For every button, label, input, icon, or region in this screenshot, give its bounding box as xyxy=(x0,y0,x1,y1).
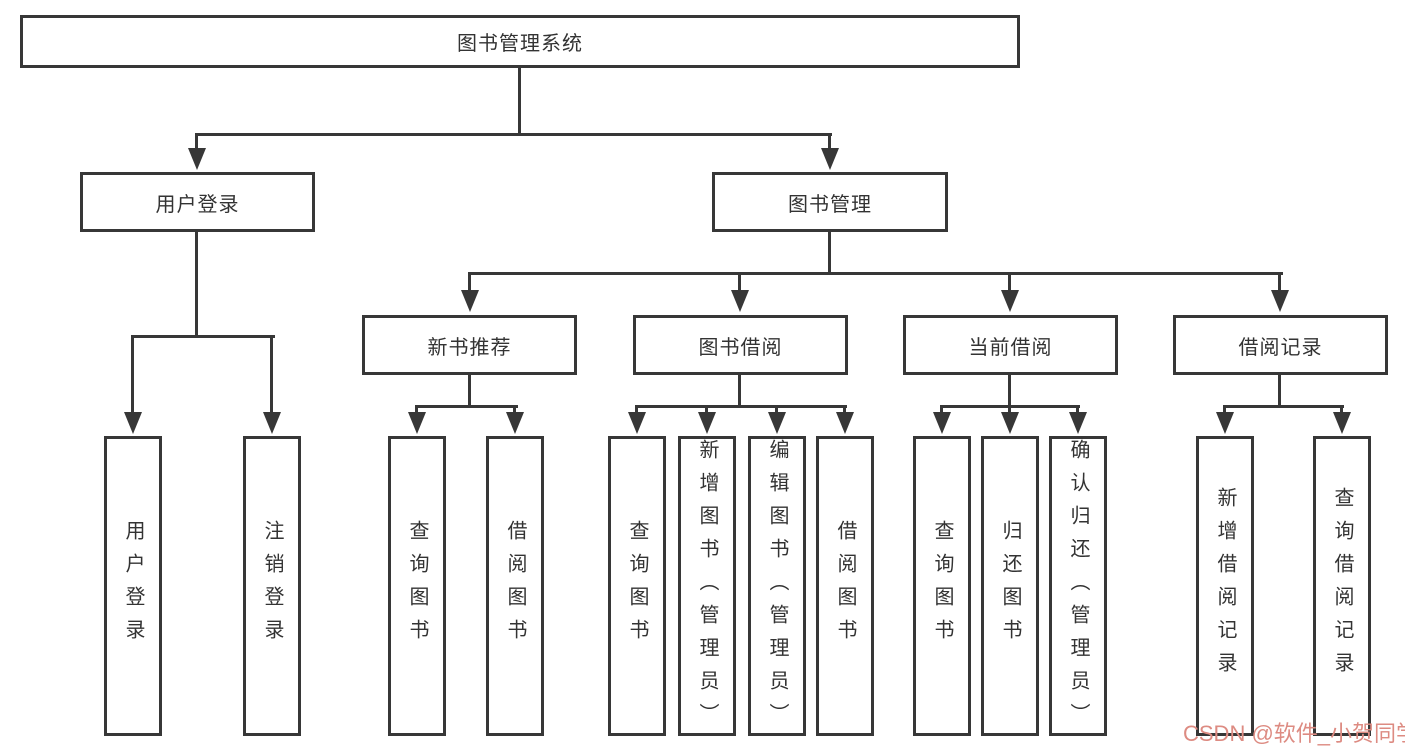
connector-line xyxy=(195,133,832,136)
connector-line xyxy=(843,405,846,417)
leaf-current-query-books: 查询图书 xyxy=(913,436,971,736)
connector-line xyxy=(1223,405,1226,417)
arrow-down-icon xyxy=(1271,290,1289,312)
connector-line xyxy=(468,272,471,294)
leaf-label: 查询图书 xyxy=(626,520,648,652)
node-label: 当前借阅 xyxy=(968,336,1053,359)
node-borrow-records: 借阅记录 xyxy=(1173,315,1388,375)
leaf-borrow-edit-books-admin: 编辑图书（管理员） xyxy=(748,436,806,736)
connector-line xyxy=(1340,405,1343,417)
connector-line xyxy=(1278,375,1281,408)
leaf-recommend-query-books: 查询图书 xyxy=(388,436,446,736)
arrow-down-icon xyxy=(821,148,839,170)
arrow-down-icon xyxy=(628,412,646,434)
connector-line xyxy=(635,405,847,408)
arrow-down-icon xyxy=(731,290,749,312)
connector-line xyxy=(828,232,831,275)
leaf-user-login: 用户登录 xyxy=(104,436,162,736)
connector-line xyxy=(1278,272,1281,294)
arrow-down-icon xyxy=(1069,412,1087,434)
node-book-management: 图书管理 xyxy=(712,172,948,232)
arrow-down-icon xyxy=(1001,290,1019,312)
node-label: 图书管理 xyxy=(788,193,872,216)
connector-line xyxy=(415,405,518,408)
arrow-down-icon xyxy=(836,412,854,434)
node-label: 用户登录 xyxy=(155,193,240,216)
arrow-down-icon xyxy=(1216,412,1234,434)
leaf-records-query-record: 查询借阅记录 xyxy=(1313,436,1371,736)
connector-line xyxy=(195,232,198,338)
leaf-borrow-add-books-admin: 新增图书（管理员） xyxy=(678,436,736,736)
leaf-label: 编辑图书（管理员） xyxy=(766,439,788,736)
arrow-down-icon xyxy=(698,412,716,434)
connector-line xyxy=(513,405,516,417)
arrow-down-icon xyxy=(933,412,951,434)
arrow-down-icon xyxy=(263,412,281,434)
node-label: 借阅记录 xyxy=(1238,336,1323,359)
leaf-label: 借阅图书 xyxy=(834,520,856,652)
node-current-borrow: 当前借阅 xyxy=(903,315,1118,375)
connector-line xyxy=(1008,405,1011,417)
connector-line xyxy=(131,335,275,338)
connector-line xyxy=(1076,405,1079,417)
csdn-watermark: CSDN @软件_小贺同学 xyxy=(1183,721,1405,746)
connector-line xyxy=(775,405,778,417)
connector-line xyxy=(940,405,943,417)
node-book-borrow: 图书借阅 xyxy=(633,315,848,375)
arrow-down-icon xyxy=(408,412,426,434)
arrow-down-icon xyxy=(1333,412,1351,434)
arrow-down-icon xyxy=(188,148,206,170)
leaf-label: 借阅图书 xyxy=(504,520,526,652)
connector-line xyxy=(738,375,741,408)
connector-line xyxy=(738,272,741,294)
leaf-borrow-borrow-books: 借阅图书 xyxy=(816,436,874,736)
connector-line xyxy=(195,133,198,151)
arrow-down-icon xyxy=(506,412,524,434)
leaf-records-add-record: 新增借阅记录 xyxy=(1196,436,1254,736)
leaf-recommend-borrow-books: 借阅图书 xyxy=(486,436,544,736)
leaf-label: 查询借阅记录 xyxy=(1331,487,1353,685)
node-user-login: 用户登录 xyxy=(80,172,315,232)
arrow-down-icon xyxy=(461,290,479,312)
connector-line xyxy=(1223,405,1344,408)
arrow-down-icon xyxy=(124,412,142,434)
node-label: 新书推荐 xyxy=(427,336,512,359)
arrow-down-icon xyxy=(1001,412,1019,434)
node-root-system: 图书管理系统 xyxy=(20,15,1020,68)
node-label: 图书借阅 xyxy=(698,336,783,359)
leaf-logout: 注销登录 xyxy=(243,436,301,736)
node-label: 图书管理系统 xyxy=(457,33,583,55)
connector-line xyxy=(705,405,708,417)
arrow-down-icon xyxy=(768,412,786,434)
leaf-label: 用户登录 xyxy=(122,520,144,652)
leaf-label: 查询图书 xyxy=(406,520,428,652)
leaf-current-return-books: 归还图书 xyxy=(981,436,1039,736)
connector-line xyxy=(828,133,831,151)
leaf-label: 注销登录 xyxy=(261,520,283,652)
connector-line xyxy=(131,335,134,417)
connector-line xyxy=(415,405,418,417)
connector-line xyxy=(518,68,521,136)
leaf-label: 确认归还（管理员） xyxy=(1067,439,1089,736)
connector-line xyxy=(1008,272,1011,294)
leaf-label: 新增图书（管理员） xyxy=(696,439,718,736)
leaf-label: 新增借阅记录 xyxy=(1214,487,1236,685)
leaf-borrow-query-books: 查询图书 xyxy=(608,436,666,736)
leaf-current-confirm-return-admin: 确认归还（管理员） xyxy=(1049,436,1107,736)
leaf-label: 查询图书 xyxy=(931,520,953,652)
connector-line xyxy=(468,375,471,408)
leaf-label: 归还图书 xyxy=(999,520,1021,652)
connector-line xyxy=(1008,375,1011,408)
connector-line xyxy=(270,335,273,417)
node-new-book-recommend: 新书推荐 xyxy=(362,315,577,375)
connector-line xyxy=(468,272,1283,275)
connector-line xyxy=(635,405,638,417)
